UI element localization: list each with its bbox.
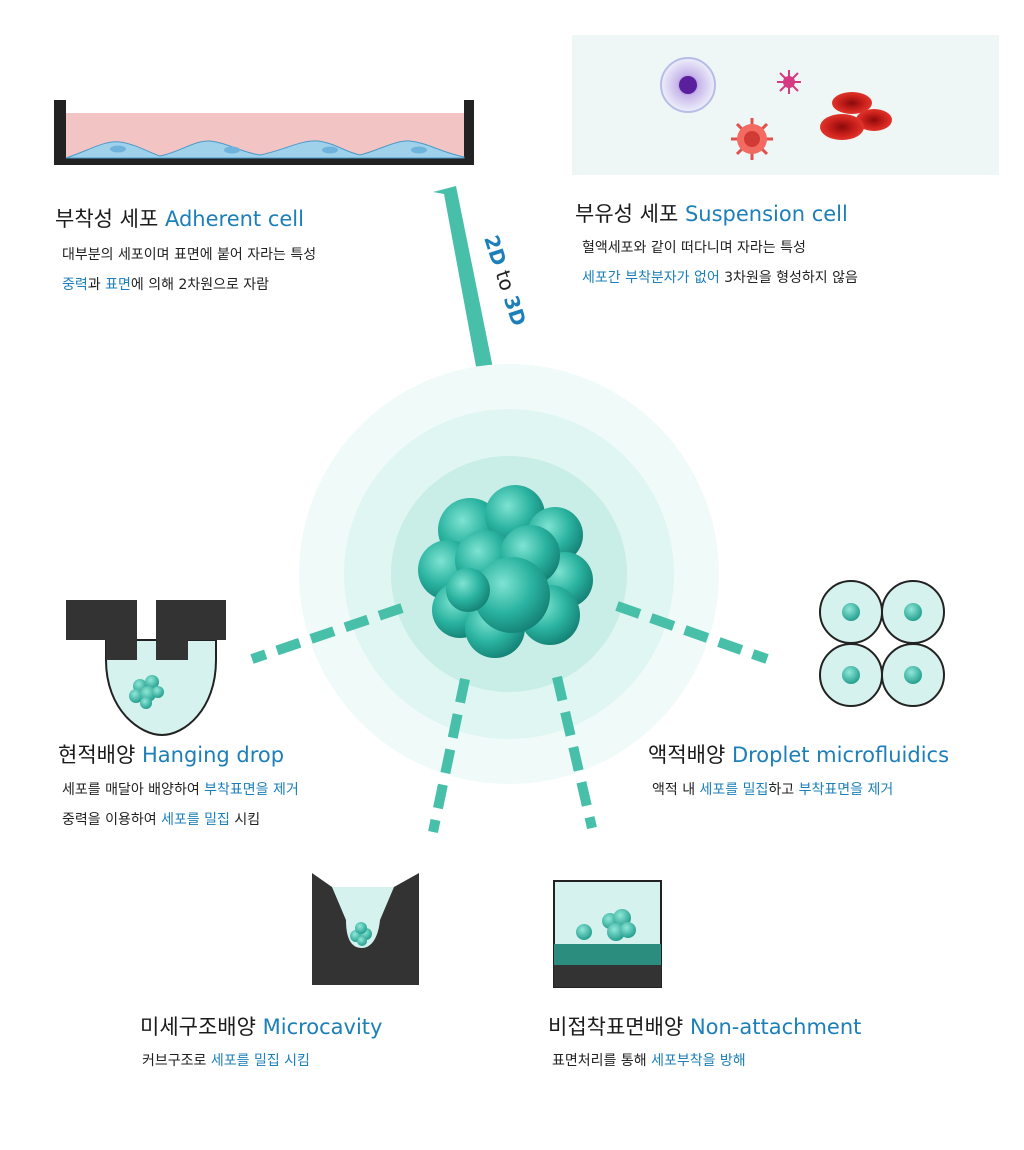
nonattach-desc: 표면처리를 통해 세포부착을 방해: [552, 1046, 746, 1076]
nonattach-title: 비접착표면배양 Non-attachment: [548, 1011, 861, 1041]
droplet-illustration: [819, 580, 945, 707]
droplet-line1: 액적 내 세포를 밀집하고 부착표면을 제거: [652, 782, 894, 798]
droplet-cells: [842, 603, 922, 684]
adherent-title-ko: 부착성 세포: [55, 207, 159, 231]
suspension-title-en: Suspension cell: [684, 202, 848, 226]
adherent-line1: 대부분의 세포이며 표면에 붙어 자라는 특성: [62, 247, 317, 263]
droplet-desc: 액적 내 세포를 밀집하고 부착표면을 제거: [652, 775, 893, 805]
droplet-title-en: Droplet microfluidics: [731, 743, 950, 767]
microcavity-title: 미세구조배양 Microcavity: [140, 1011, 382, 1041]
adherent-line2: 중력과 표면에 의해 2차원으로 자람: [62, 277, 270, 293]
hanging-line1: 세포를 매달아 배양하여 부착표면을 제거: [62, 782, 299, 798]
microcavity-line1: 커브구조로 세포를 밀집 시킴: [142, 1053, 310, 1069]
microcavity-illustration: [312, 873, 419, 985]
hanging-drop-illustration: [66, 600, 226, 737]
suspension-line1: 혈액세포와 같이 떠다니며 자라는 특성: [582, 240, 806, 256]
nonattach-title-en: Non-attachment: [689, 1015, 862, 1039]
microcavity-title-ko: 미세구조배양: [140, 1015, 256, 1039]
adherent-title: 부착성 세포 Adherent cell: [55, 203, 304, 233]
arrow-label-3d: 3D: [499, 292, 531, 328]
hanging-title-ko: 현적배양: [58, 743, 136, 767]
suspension-desc: 혈액세포와 같이 떠다니며 자라는 특성 세포간 부착분자가 없어 3차원을 형…: [582, 233, 858, 293]
nonattach-line1: 표면처리를 통해 세포부착을 방해: [552, 1053, 746, 1069]
microcavity-title-en: Microcavity: [262, 1015, 383, 1039]
arrow-label: 2D to 3D: [479, 232, 531, 329]
suspension-title: 부유성 세포 Suspension cell: [575, 198, 848, 228]
hanging-line2: 중력을 이용하여 세포를 밀집 시킴: [62, 812, 261, 828]
droplet-title: 액적배양 Droplet microfluidics: [648, 739, 949, 769]
non-attachment-illustration: [553, 880, 662, 988]
suspension-line2: 세포간 부착분자가 없어 3차원을 형성하지 않음: [582, 270, 858, 286]
suspension-cells-illustration: [572, 35, 999, 175]
dashed-connectors: [250, 601, 769, 834]
adherent-desc: 대부분의 세포이며 표면에 붙어 자라는 특성 중력과 표면에 의해 2차원으로…: [62, 240, 316, 300]
hanging-title-en: Hanging drop: [141, 743, 285, 767]
adherent-title-en: Adherent cell: [164, 207, 304, 231]
droplet-title-ko: 액적배양: [648, 743, 726, 767]
nonattach-title-ko: 비접착표면배양: [548, 1015, 684, 1039]
hanging-title: 현적배양 Hanging drop: [58, 739, 284, 769]
microcavity-desc: 커브구조로 세포를 밀집 시킴: [142, 1046, 310, 1076]
spheroid-cluster: [418, 485, 593, 658]
adherent-dish-illustration: [54, 100, 474, 165]
hanging-desc: 세포를 매달아 배양하여 부착표면을 제거 중력을 이용하여 세포를 밀집 시킴: [62, 775, 299, 835]
suspension-title-ko: 부유성 세포: [575, 202, 679, 226]
